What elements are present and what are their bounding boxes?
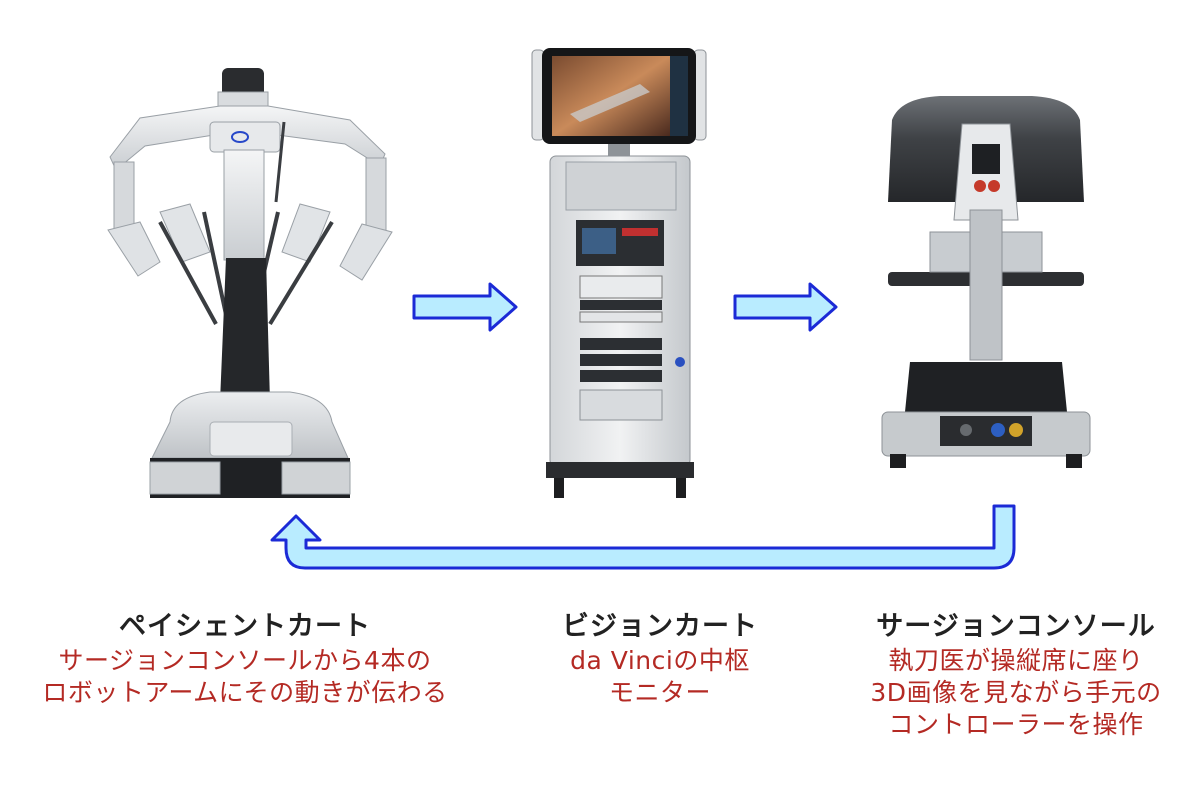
patient-cart-image xyxy=(107,68,393,498)
vision-cart-title: ビジョンカート xyxy=(562,611,758,642)
patient-cart-desc-line: ロボットアームにその動きが伝わる xyxy=(42,678,448,707)
surgeon-console-desc-line: 3D画像を見ながら手元の xyxy=(870,678,1162,707)
surgeon-console-image xyxy=(881,96,1091,468)
vision-cart-desc-line: モニター xyxy=(608,678,711,707)
vision-cart-caption: ビジョンカート da Vinciの中枢 モニター xyxy=(520,609,800,709)
arrow-right-icon xyxy=(412,282,518,332)
patient-cart-title: ペイシェントカート xyxy=(119,611,371,642)
vision-cart-desc-line: da Vinciの中枢 xyxy=(570,646,750,675)
surgeon-console-desc-line: コントローラーを操作 xyxy=(888,710,1144,739)
surgeon-console-caption: サージョンコンソール 執刀医が操縦席に座り 3D画像を見ながら手元の コントロー… xyxy=(846,609,1186,741)
patient-cart-caption: ペイシェントカート サージョンコンソールから4本の ロボットアームにその動きが伝… xyxy=(10,609,480,709)
arrow-right-icon xyxy=(733,282,838,332)
arrow-return-icon xyxy=(270,504,1016,570)
patient-cart-desc-line: サージョンコンソールから4本の xyxy=(58,646,432,675)
surgeon-console-title: サージョンコンソール xyxy=(876,611,1156,642)
surgeon-console-desc-line: 執刀医が操縦席に座り xyxy=(888,646,1144,675)
vision-cart-image xyxy=(531,48,707,498)
